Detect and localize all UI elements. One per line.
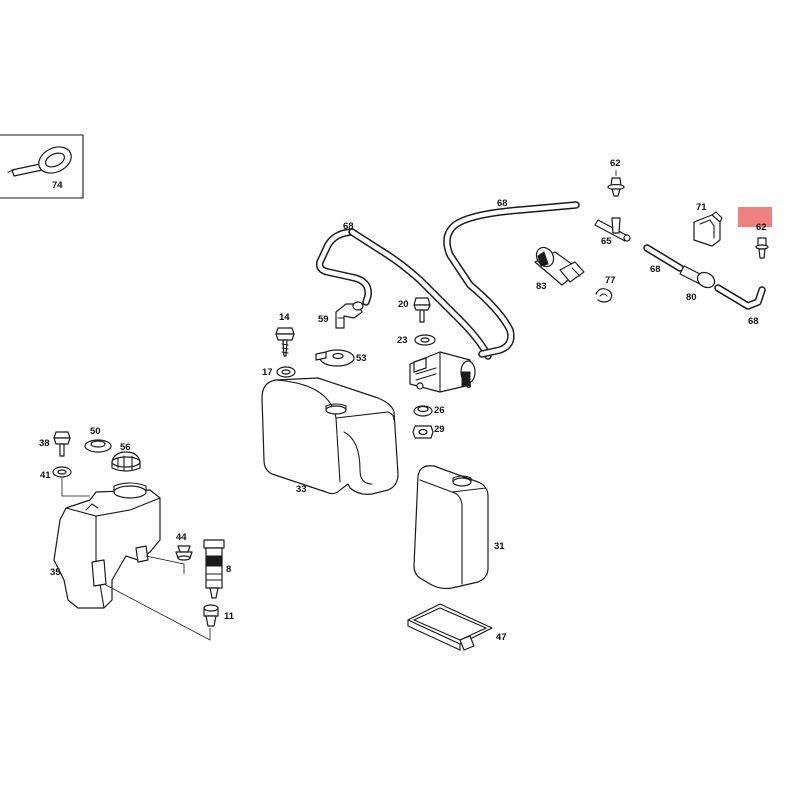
callout-38: 38 [39, 438, 50, 449]
callout-62-right: 62 [756, 222, 767, 233]
cable-tie-icon [7, 146, 72, 177]
callout-74: 74 [52, 180, 63, 191]
callout-44: 44 [176, 532, 187, 543]
callout-68-top: 68 [497, 198, 508, 209]
callout-65: 65 [601, 236, 612, 247]
callout-50: 50 [90, 426, 101, 437]
part-50-grommet: 50 [84, 426, 112, 453]
callout-17: 17 [262, 367, 273, 378]
part-68-top-hose: 68 [443, 198, 580, 358]
callout-68-left: 68 [343, 221, 354, 232]
callout-14: 14 [279, 312, 290, 323]
callout-41: 41 [40, 470, 51, 481]
part-26-grommet: 26 [413, 405, 445, 417]
callout-23: 23 [397, 335, 408, 346]
callout-8: 8 [226, 564, 231, 575]
callout-77: 77 [605, 275, 616, 286]
part-77-clip: 77 [595, 275, 616, 303]
callout-20: 20 [398, 299, 409, 310]
part-14-screw: 14 [275, 312, 295, 357]
part-56-cap: 56 [111, 442, 141, 472]
part-20-bolt: 20 [398, 297, 431, 323]
callout-56: 56 [120, 442, 131, 453]
part-59-elbow: 59 [318, 301, 364, 329]
part-65-connector: 65 [594, 217, 631, 247]
part-41-washer: 41 [40, 466, 72, 481]
part-80-valve: 80 [679, 265, 716, 303]
callout-29: 29 [434, 424, 445, 435]
part-33-reservoir: 33 [261, 377, 399, 495]
part-62-right: 62 [755, 222, 769, 259]
callout-5: 5 [466, 380, 472, 391]
part-44-plug: 44 [175, 532, 193, 561]
part-53-disc: 53 [315, 349, 367, 367]
callout-31: 31 [494, 541, 505, 552]
part-68-right-hose: 68 [714, 284, 766, 327]
part-68-left-hose: 68 [315, 221, 492, 360]
callout-71: 71 [696, 202, 707, 213]
callout-53: 53 [356, 353, 367, 364]
callout-68-mid: 68 [650, 264, 661, 275]
callout-11: 11 [224, 611, 235, 622]
callout-47: 47 [496, 632, 507, 643]
part-29-nut: 29 [412, 424, 445, 439]
part-35-reservoir: 35 [50, 482, 161, 609]
callout-80: 80 [686, 292, 697, 303]
part-71-bracket: 71 [693, 202, 723, 247]
part-31-reservoir: 31 [413, 465, 505, 590]
callout-62-top: 62 [610, 158, 621, 169]
inset-box-part-74: 74 [0, 134, 84, 199]
callout-83: 83 [536, 281, 547, 292]
part-23-washer: 23 [397, 334, 436, 346]
part-47-strap: 47 [407, 603, 507, 651]
part-17-washer: 17 [262, 366, 296, 378]
part-5-pump: 5 [409, 351, 476, 393]
part-38-bolt: 38 [39, 431, 71, 457]
callout-35: 35 [50, 567, 61, 578]
part-11-grommet: 11 [203, 604, 235, 627]
part-83-pump: 83 [534, 246, 585, 292]
callout-26: 26 [434, 405, 445, 416]
callout-59: 59 [318, 314, 329, 325]
highlight-marker [738, 207, 772, 227]
part-62-top: 62 [607, 158, 625, 197]
part-8-pump: 8 [203, 539, 231, 599]
leader-lines-left [61, 478, 211, 641]
part-68-short-hose: 68 [643, 244, 684, 275]
callout-33: 33 [296, 484, 307, 495]
callout-68-right: 68 [748, 316, 759, 327]
